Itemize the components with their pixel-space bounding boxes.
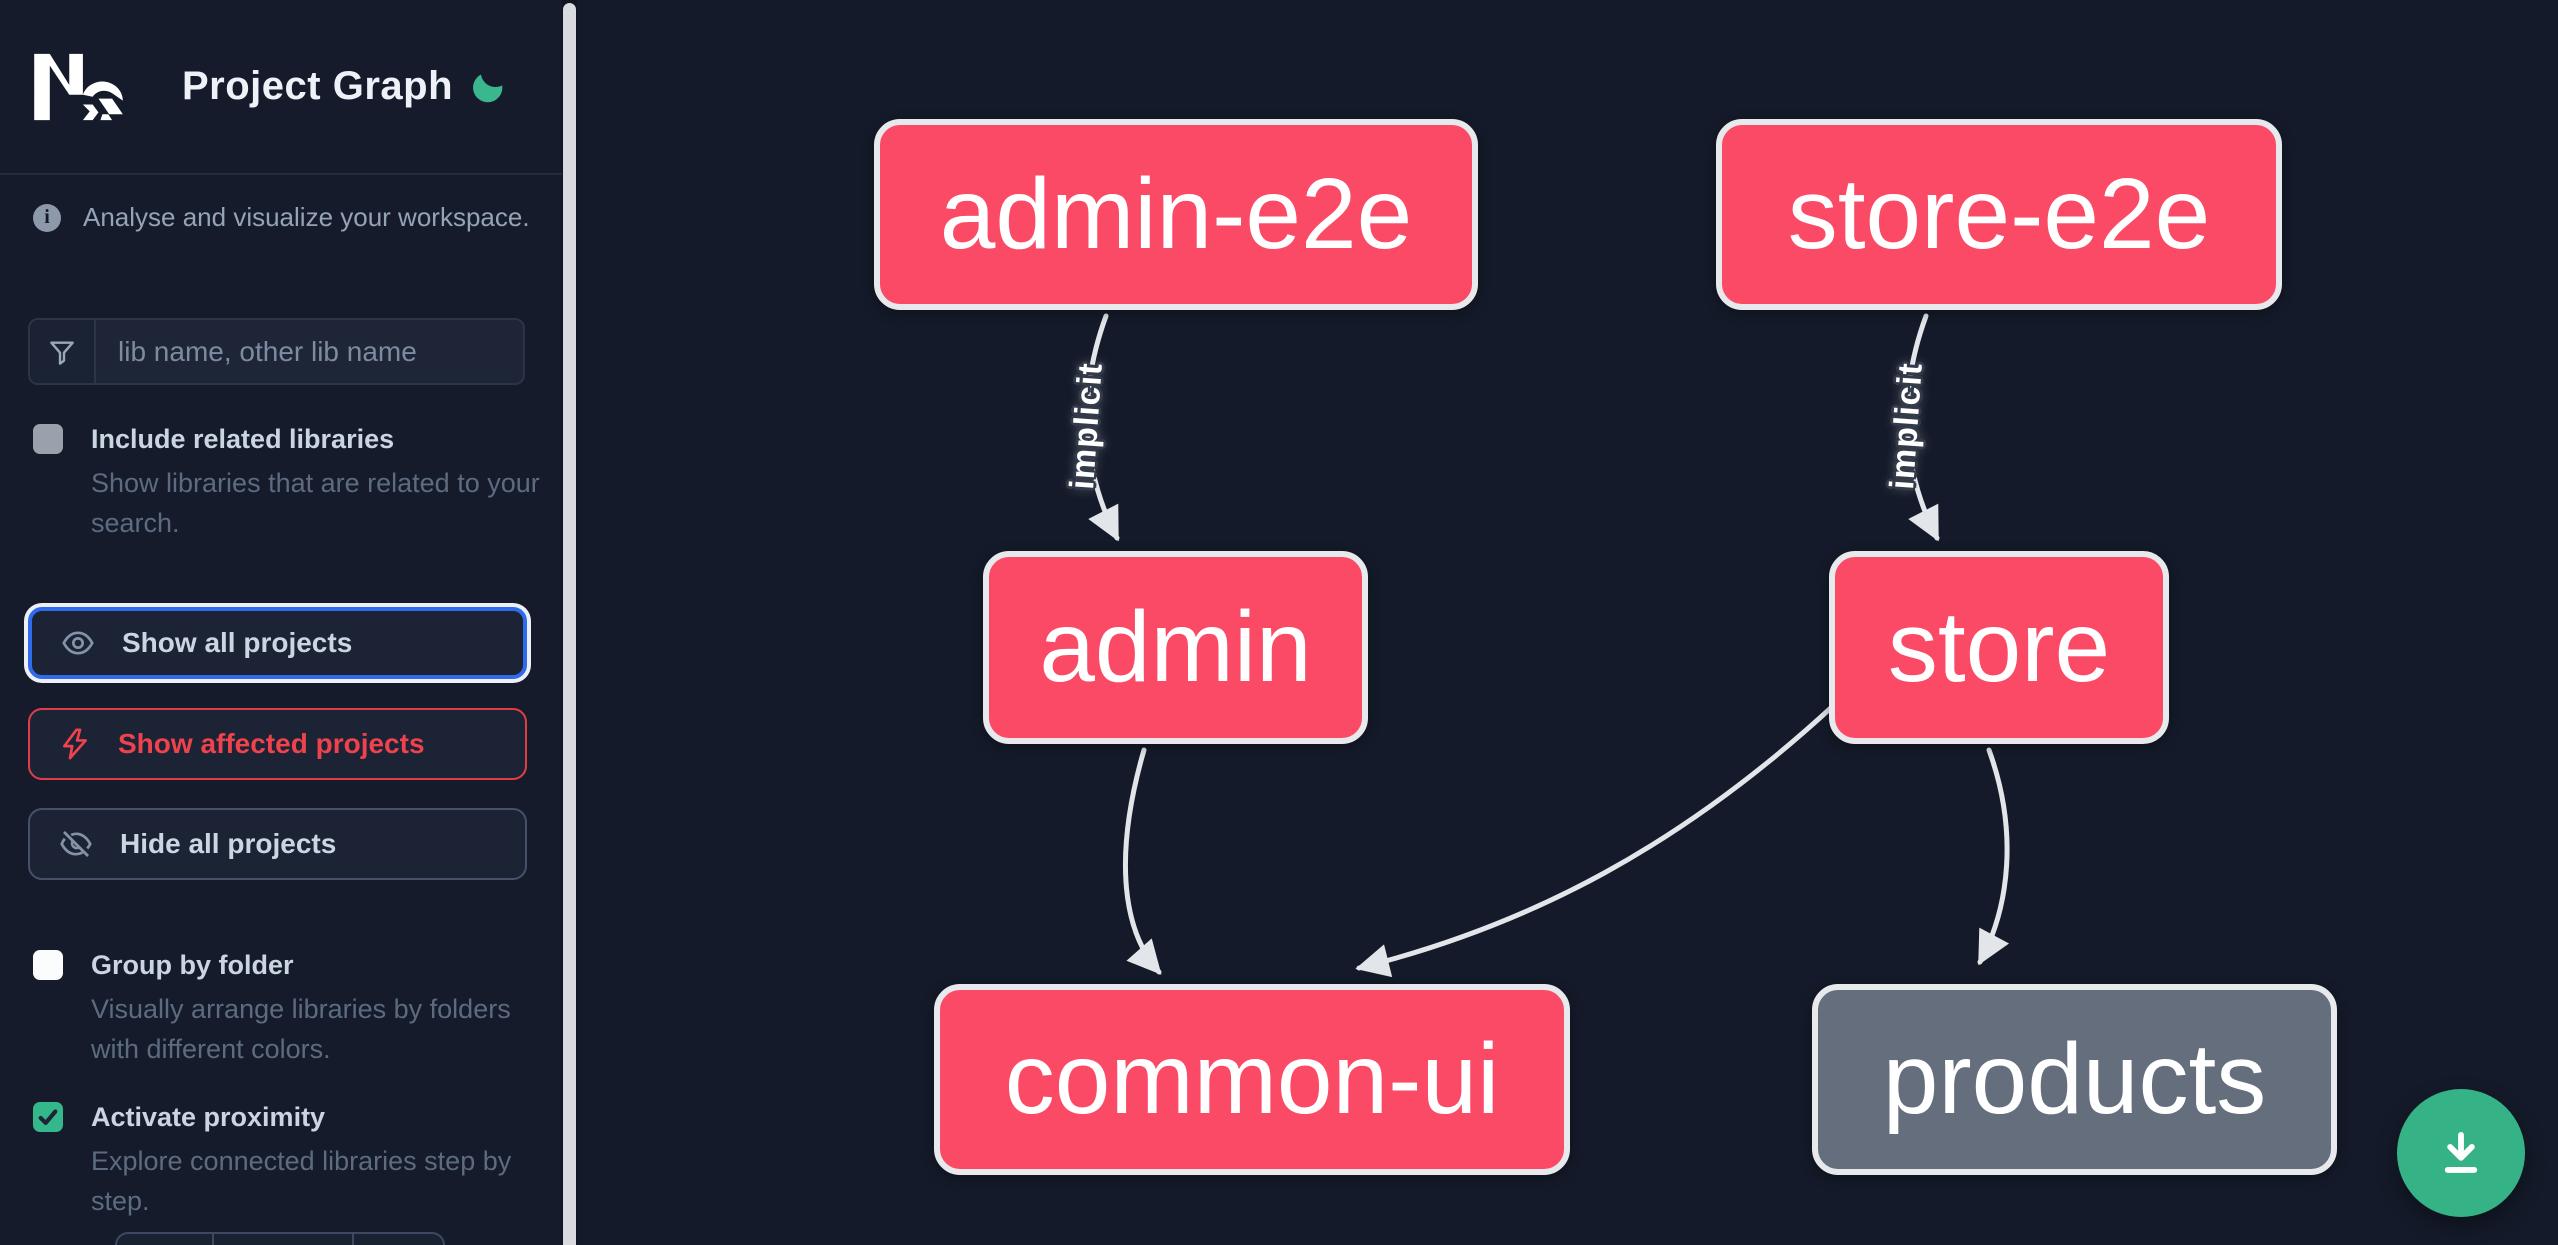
search-input[interactable]	[96, 320, 523, 383]
node-admin[interactable]: admin	[983, 551, 1368, 744]
bolt-icon	[63, 728, 87, 760]
option-group-by-folder: Group by folder Visually arrange librari…	[33, 948, 549, 1069]
edge-store-e2e-to-store	[1904, 313, 1940, 542]
partial-stepper-control[interactable]	[115, 1232, 445, 1245]
project-graph-canvas[interactable]: implicit implicit admin-e2e store-e2e ad…	[577, 0, 2558, 1245]
edge-store-to-products	[1977, 747, 2010, 966]
hide-all-projects-button[interactable]: Hide all projects	[28, 808, 527, 880]
option-include-related-libraries: Include related libraries Show libraries…	[33, 422, 549, 543]
sidebar-header: Project Graph	[0, 0, 562, 175]
option-label: Activate proximity	[91, 1102, 326, 1132]
filter-funnel-icon	[30, 320, 96, 383]
option-label: Include related libraries	[91, 424, 395, 454]
check-icon	[38, 1109, 58, 1126]
workspace-tagline-row: i Analyse and visualize your workspace.	[33, 202, 530, 233]
moon-icon[interactable]	[468, 67, 508, 107]
partial-control-segment[interactable]	[354, 1234, 443, 1245]
sidebar: Project Graph i Analyse and visualize yo…	[0, 0, 562, 1245]
nx-logo	[34, 53, 123, 120]
edge-admin-e2e-to-admin	[1084, 313, 1120, 542]
checkbox-group-by-folder[interactable]	[33, 950, 63, 980]
button-label: Show affected projects	[118, 728, 425, 759]
download-icon	[2444, 1131, 2478, 1173]
download-graph-button[interactable]	[2397, 1089, 2525, 1217]
checkbox-include-related-libraries[interactable]	[33, 424, 63, 454]
node-common-ui[interactable]: common-ui	[934, 984, 1570, 1175]
partial-control-segment[interactable]	[214, 1234, 354, 1245]
option-description: Explore connected libraries step by step…	[91, 1146, 512, 1216]
partial-control-segment[interactable]	[117, 1234, 214, 1245]
node-store-e2e[interactable]: store-e2e	[1716, 119, 2282, 310]
option-description: Show libraries that are related to your …	[91, 468, 540, 538]
eye-off-icon	[60, 831, 92, 857]
option-activate-proximity: Activate proximity Explore connected lib…	[33, 1100, 549, 1221]
checkbox-activate-proximity[interactable]	[33, 1102, 63, 1132]
node-store[interactable]: store	[1829, 551, 2169, 744]
page-title: Project Graph	[182, 64, 454, 108]
info-icon: i	[33, 203, 61, 232]
eye-icon	[62, 631, 94, 655]
show-affected-projects-button[interactable]: Show affected projects	[28, 708, 527, 780]
sidebar-scrollbar-thumb[interactable]	[563, 3, 576, 1245]
dependency-edges	[1084, 313, 2010, 978]
show-all-projects-button[interactable]: Show all projects	[28, 607, 527, 679]
edge-store-to-common-ui	[1355, 703, 1836, 978]
node-products[interactable]: products	[1812, 984, 2337, 1175]
option-description: Visually arrange libraries by folders wi…	[91, 994, 511, 1064]
button-label: Show all projects	[122, 627, 353, 658]
search-bar	[28, 318, 525, 385]
workspace-tagline: Analyse and visualize your workspace.	[83, 202, 530, 232]
button-label: Hide all projects	[120, 828, 337, 859]
edge-admin-to-common-ui	[1122, 747, 1162, 975]
node-admin-e2e[interactable]: admin-e2e	[874, 119, 1478, 310]
option-label: Group by folder	[91, 950, 294, 980]
